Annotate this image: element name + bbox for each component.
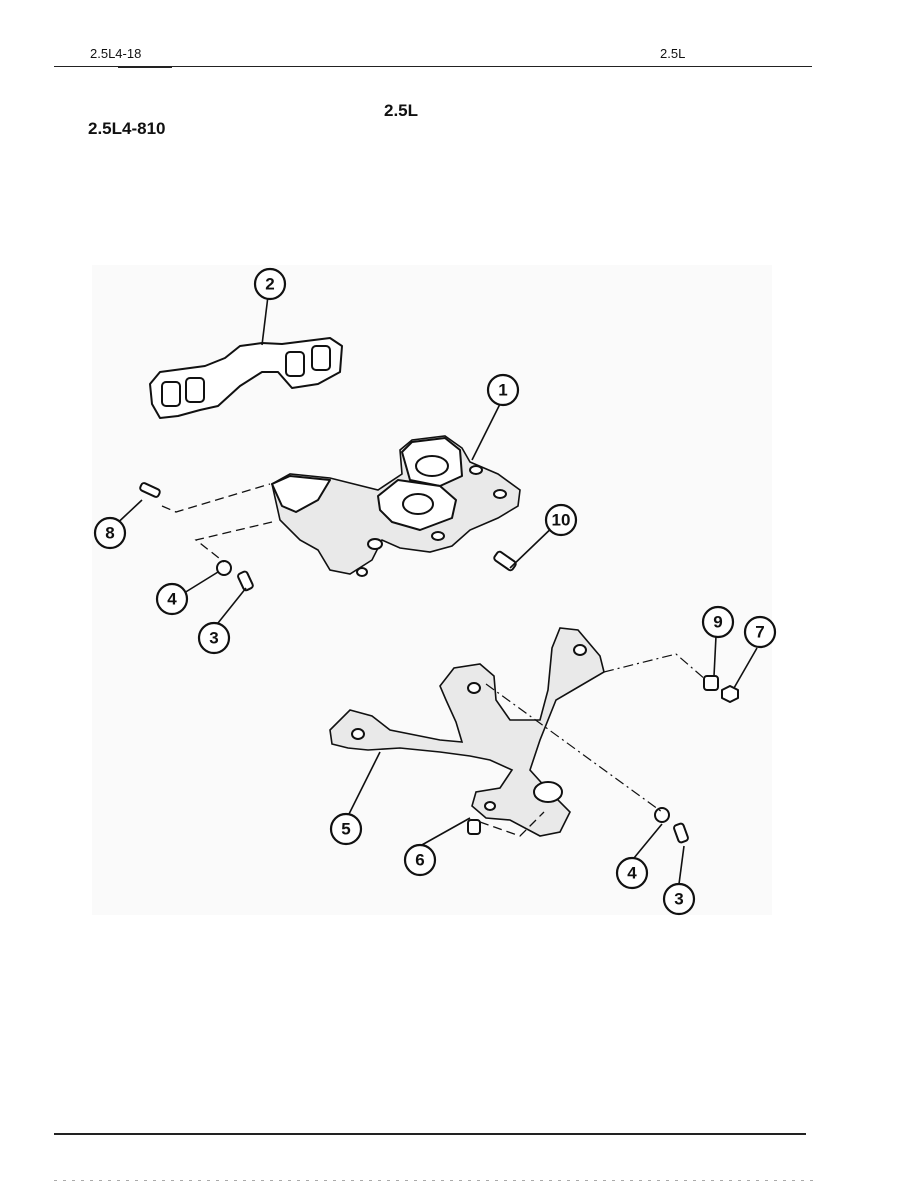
svg-text:4: 4 — [627, 864, 637, 883]
callout-9: 9 — [701, 605, 735, 639]
gasket-part — [149, 337, 343, 419]
svg-text:6: 6 — [415, 851, 424, 870]
svg-text:10: 10 — [552, 511, 571, 530]
bolt-part-lower — [673, 822, 689, 844]
sensor-part — [493, 550, 517, 572]
diagram-background — [92, 265, 772, 915]
callout-3-lower: 3 — [662, 882, 696, 916]
exhaust-manifold-part — [329, 627, 605, 837]
svg-text:2: 2 — [265, 275, 274, 294]
stud-part — [139, 482, 161, 498]
callout-4-lower: 4 — [615, 856, 649, 890]
section-label: 2.5L — [660, 46, 686, 61]
figure-id: 2.5L4-810 — [88, 119, 166, 138]
bolt-part-upper — [237, 570, 254, 592]
assembly-line-stud — [161, 483, 271, 513]
callout-4-upper: 4 — [155, 582, 189, 616]
assembly-line-bolt-6 — [479, 811, 545, 837]
washer-part-upper — [216, 560, 232, 576]
callout-3-upper: 3 — [197, 621, 231, 655]
callout-10: 10 — [544, 503, 578, 537]
svg-text:9: 9 — [713, 613, 722, 632]
nut-part-7 — [721, 685, 739, 703]
callout-5: 5 — [329, 812, 363, 846]
header-rule-tab — [118, 66, 172, 68]
callout-8: 8 — [93, 516, 127, 550]
callout-2: 2 — [253, 267, 287, 301]
svg-text:3: 3 — [209, 629, 218, 648]
washer-part-lower — [654, 807, 670, 823]
svg-text:8: 8 — [105, 524, 114, 543]
page-number: 2.5L4-18 — [90, 46, 142, 61]
callout-6: 6 — [403, 843, 437, 877]
scan-noise — [54, 1180, 814, 1181]
svg-text:7: 7 — [755, 623, 764, 642]
svg-text:1: 1 — [498, 381, 507, 400]
spacer-part-9 — [703, 675, 719, 691]
svg-text:3: 3 — [674, 890, 683, 909]
header-rule — [54, 66, 812, 67]
intake-manifold-part — [271, 435, 521, 577]
svg-text:4: 4 — [167, 590, 177, 609]
assembly-line-exhaust-bolt — [485, 683, 663, 813]
callout-1: 1 — [486, 373, 520, 407]
svg-text:5: 5 — [341, 820, 350, 839]
page-title: 2.5L — [384, 101, 419, 120]
assembly-line-spacer — [603, 653, 707, 681]
assembly-line-washer — [194, 521, 273, 563]
bolt-part-6 — [467, 819, 481, 835]
callout-7: 7 — [743, 615, 777, 649]
footer-rule — [54, 1133, 806, 1135]
